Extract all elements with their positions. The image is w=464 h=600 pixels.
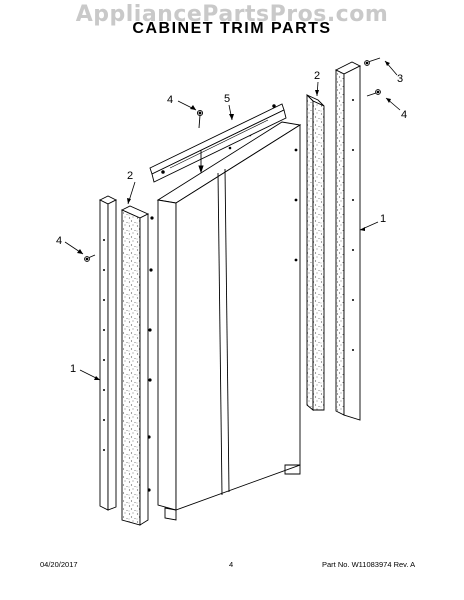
footer-date: 04/20/2017	[40, 560, 78, 569]
page-title: CABINET TRIM PARTS	[132, 20, 332, 37]
watermark: AppliancePartsPros.com	[75, 2, 389, 27]
screw-top-part-4	[196, 109, 204, 129]
right-gasket-part-2	[306, 93, 325, 411]
screw-left-part-4	[84, 254, 96, 262]
callout-5: 5	[224, 93, 230, 105]
footer-part-number: Part No. W11083974 Rev. A	[322, 560, 416, 569]
callout-3: 3	[397, 73, 403, 85]
left-gasket-part-2	[120, 205, 150, 526]
callout-2-left: 2	[127, 170, 133, 182]
cabinet-body	[147, 121, 302, 521]
right-trim-part-1	[334, 61, 362, 421]
callout-4-right: 4	[401, 109, 407, 121]
callout-1-left: 1	[70, 363, 76, 375]
screw-right-part-3	[364, 57, 381, 66]
callout-2-right: 2	[314, 70, 320, 82]
footer-page-number: 4	[229, 560, 234, 569]
left-trim-part-1	[98, 195, 118, 511]
top-trim-part-5	[149, 103, 287, 183]
callout-1-right: 1	[380, 213, 386, 225]
callout-4-left: 4	[56, 235, 62, 247]
callout-4-top: 4	[167, 94, 173, 106]
screw-right-part-4	[366, 89, 381, 97]
